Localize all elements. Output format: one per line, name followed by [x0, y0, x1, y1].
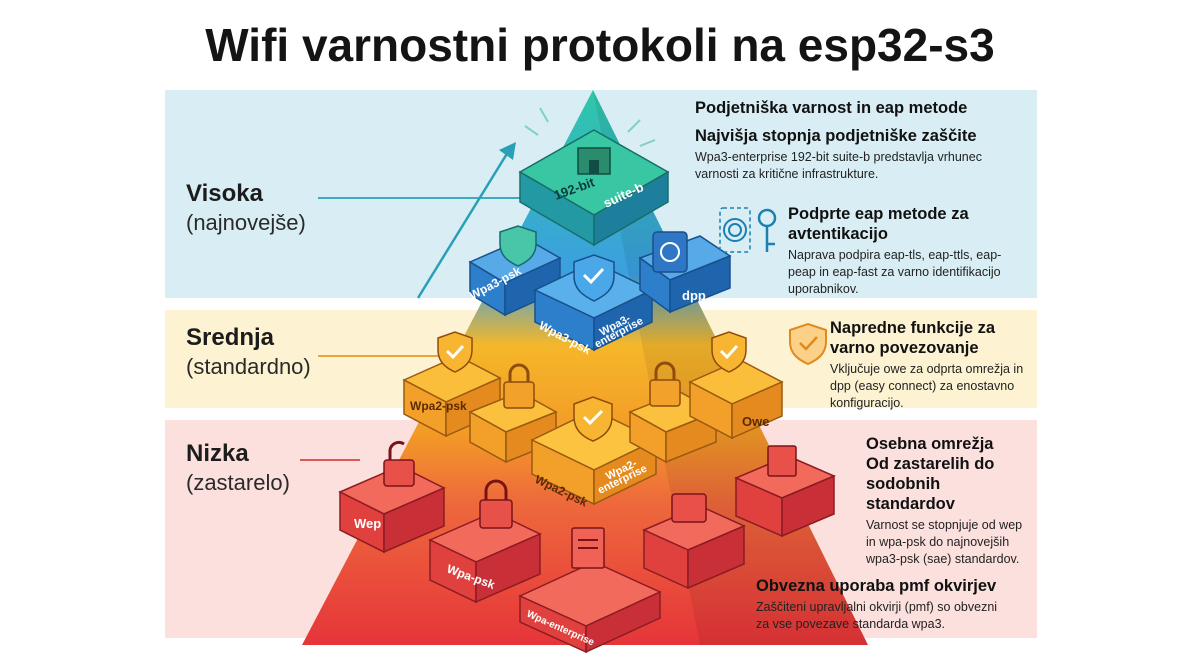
eap-body-3: uporabnikov. [788, 282, 859, 296]
enterprise-heading: Podjetniška varnost in eap metode [695, 99, 968, 117]
shield-check-icon-5 [711, 331, 747, 373]
pmf-section: Obvezna uporaba pmf okvirjev Zaščiteni u… [756, 576, 1046, 633]
block-wpa2-enterprise [530, 396, 658, 506]
server-icon [767, 445, 797, 477]
chat-icon [671, 493, 707, 523]
fingerprint-device-icon [652, 231, 688, 273]
label-owe: Owe [742, 414, 769, 429]
eap-body-2: peap in eap-fast za varno identifikacijo [788, 265, 1001, 279]
personal-heading-2: Od zastarelih do [866, 455, 995, 473]
personal-heading-3: sodobnih [866, 475, 941, 493]
shield-check-icon-3 [437, 331, 473, 373]
block-wep [338, 440, 446, 554]
sparkle-rays [524, 107, 656, 147]
block-red-right-1 [642, 493, 746, 590]
padlock-icon-2 [649, 379, 681, 407]
eap-section: Podprte eap metode za avtentikacijo Napr… [788, 204, 1028, 298]
level-low: Nizka (zastarelo) [186, 440, 290, 496]
level-low-name: Nizka [186, 440, 249, 467]
advanced-heading-2: varno povezovanje [830, 339, 979, 357]
block-wpa2-psk [402, 331, 502, 438]
padlock-icon-3 [479, 499, 513, 529]
eap-body-1: Naprava podpira eap-tls, eap-ttls, eap- [788, 248, 1002, 262]
pmf-body-1: Zaščiteni upravljalni okvirji (pmf) so o… [756, 600, 998, 614]
label-dpp: dpp [682, 288, 706, 303]
advanced-section: Napredne funkcije za varno povezovanje V… [830, 318, 1030, 412]
top-body-1: Wpa3-enterprise 192-bit suite-b predstav… [695, 150, 982, 164]
eap-heading-2: avtentikacijo [788, 225, 888, 243]
personal-body-3: wpa3-psk (sae) standardov. [866, 552, 1020, 566]
page-title: Wifi varnostni protokoli na esp32-s3 [205, 19, 995, 71]
advanced-body-1: Vključuje owe za odprta omrežja in [830, 362, 1024, 376]
level-high-sub: (najnovejše) [186, 210, 306, 235]
advanced-heading-1: Napredne funkcije za [830, 319, 996, 337]
label-wep: Wep [354, 516, 381, 531]
block-red-right-2 [734, 445, 836, 538]
advanced-body-3: konfiguracijo. [830, 396, 904, 410]
enterprise-section: Podjetniška varnost in eap metode Najviš… [695, 98, 1035, 183]
level-mid: Srednja (standardno) [186, 324, 311, 380]
broken-padlock-icon [383, 459, 415, 487]
level-high-name: Visoka [186, 180, 263, 207]
pmf-heading: Obvezna uporaba pmf okvirjev [756, 577, 997, 595]
key-icon [757, 208, 777, 252]
arrow-head [499, 142, 516, 160]
level-low-sub: (zastarelo) [186, 470, 290, 495]
shield-check-icon [499, 225, 537, 267]
orange-shield-icon [789, 322, 827, 366]
block-wpa-enterprise [518, 527, 662, 654]
personal-heading-4: standardov [866, 495, 955, 513]
padlock-icon [503, 381, 535, 409]
block-wpa3-psk [468, 225, 562, 317]
personal-body-2: in wpa-psk do najnovejših [866, 535, 1010, 549]
top-heading: Najvišja stopnja podjetniške zaščite [695, 127, 977, 145]
level-arrow [416, 151, 510, 299]
fingerprint-icon [719, 207, 751, 253]
personal-section: Osebna omrežja Od zastarelih do sodobnih… [866, 434, 1036, 568]
label-wpa2-psk: Wpa2-psk [410, 399, 467, 413]
block-owe [688, 331, 784, 440]
block-dpp [638, 231, 732, 314]
advanced-body-2: dpp (easy connect) za enostavno [830, 379, 1015, 393]
block-wpa-psk [428, 479, 542, 604]
pmf-body-2: za vse povezave standarda wpa3. [756, 617, 946, 631]
top-body-2: varnosti za kritične infrastrukture. [695, 167, 879, 181]
level-high: Visoka (najnovejše) [186, 180, 306, 236]
level-mid-sub: (standardno) [186, 354, 311, 379]
personal-heading-1: Osebna omrežja [866, 435, 994, 453]
personal-body-1: Varnost se stopnjuje od wep [866, 518, 1023, 532]
eap-heading-1: Podprte eap metode za [788, 205, 969, 223]
level-mid-name: Srednja [186, 324, 275, 351]
block-suite-b [518, 129, 670, 247]
